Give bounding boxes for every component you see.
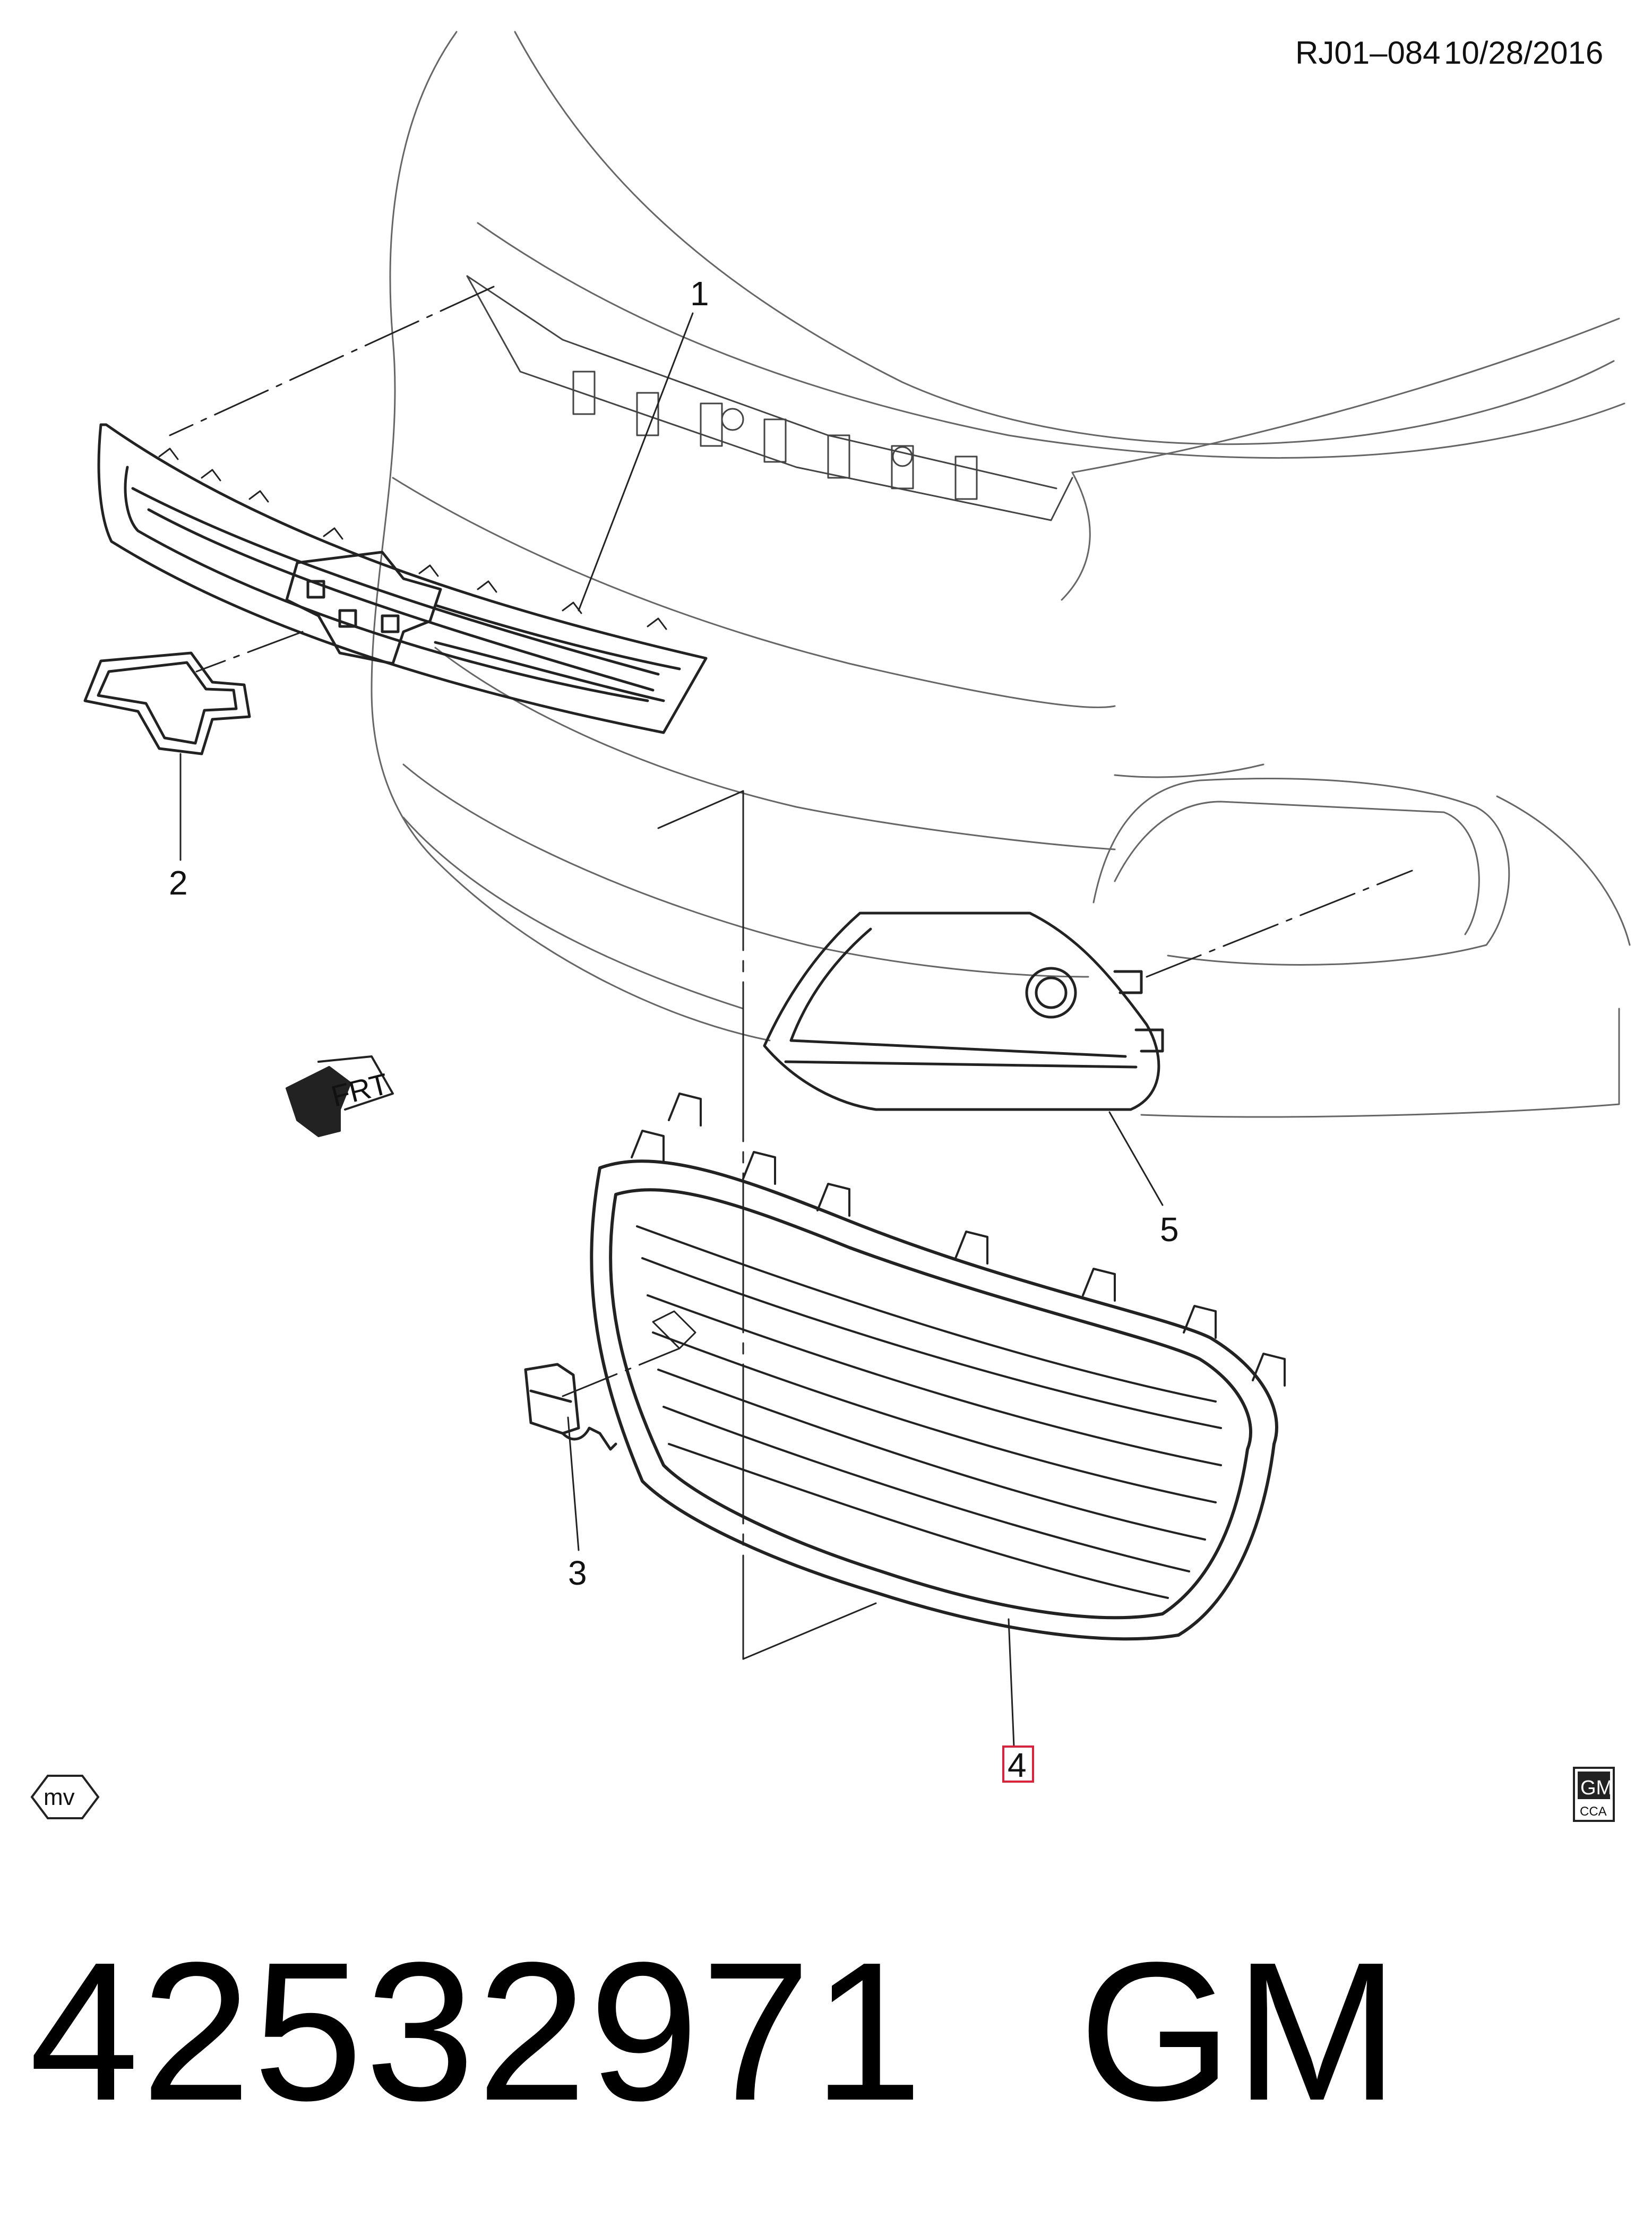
upper-grille-part xyxy=(97,423,708,734)
brand-name: GM xyxy=(1079,1921,1401,2142)
callout-3: 3 xyxy=(568,1554,587,1592)
lower-grille-part xyxy=(590,1093,1286,1641)
fog-lamp-bezel-part xyxy=(763,912,1164,1111)
bowtie-emblem-part xyxy=(83,651,251,755)
leader-lines xyxy=(169,286,1413,1748)
gm-cca-logo: GM CCA xyxy=(1573,1767,1615,1822)
mv-mark: mv xyxy=(30,1775,100,1819)
gm-logo-text: GM xyxy=(1580,1777,1613,1799)
radiator-support xyxy=(466,275,1073,521)
vehicle-body-outline xyxy=(371,31,1631,1118)
mv-label: mv xyxy=(44,1784,75,1810)
arrow-icon xyxy=(286,1055,394,1137)
document-date: 10/28/2016 xyxy=(1444,35,1603,71)
callout-5: 5 xyxy=(1160,1210,1179,1249)
document-id: RJ01–084 xyxy=(1295,35,1441,71)
callout-2: 2 xyxy=(169,864,188,902)
callout-4: 4 xyxy=(1008,1746,1027,1784)
callout-1: 1 xyxy=(690,274,709,313)
cca-logo-text: CCA xyxy=(1580,1804,1607,1819)
callout-4-highlight xyxy=(1002,1746,1034,1783)
part-number: 42532971 xyxy=(29,1921,925,2142)
sensor-part xyxy=(524,1363,617,1451)
